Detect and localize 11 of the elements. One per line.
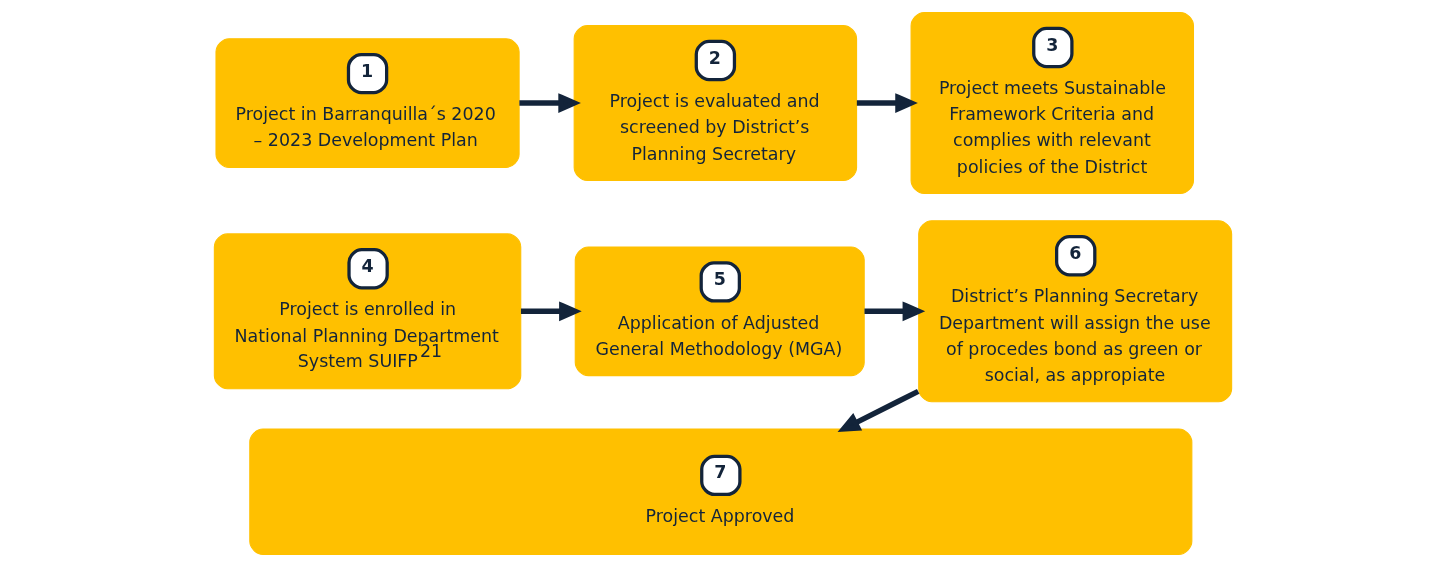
node-box: 1 Project in Barranquilla´s 2020 – 2023 Development Plan: [214, 38, 520, 168]
node-box: 3 Project meets Sustainable Framework Criteria and complies with relevant policies of the District: [910, 12, 1194, 195]
arrow: [520, 301, 582, 322]
node-box: 6 District’s Planning Secretary Department will assign the use of procedes bond as green or social, as appropiate: [917, 220, 1232, 403]
node-box: 5 Application of Adjusted General Methodology (MGA): [574, 246, 865, 377]
arrow: [837, 388, 919, 432]
node-box: 2 Project is evaluated and screened by District’s Planning Secretary: [573, 25, 857, 181]
arrow: [518, 93, 581, 113]
arrow: [864, 301, 925, 322]
arrow: [856, 93, 918, 113]
node-box: 7 Project Approved: [248, 428, 1192, 555]
